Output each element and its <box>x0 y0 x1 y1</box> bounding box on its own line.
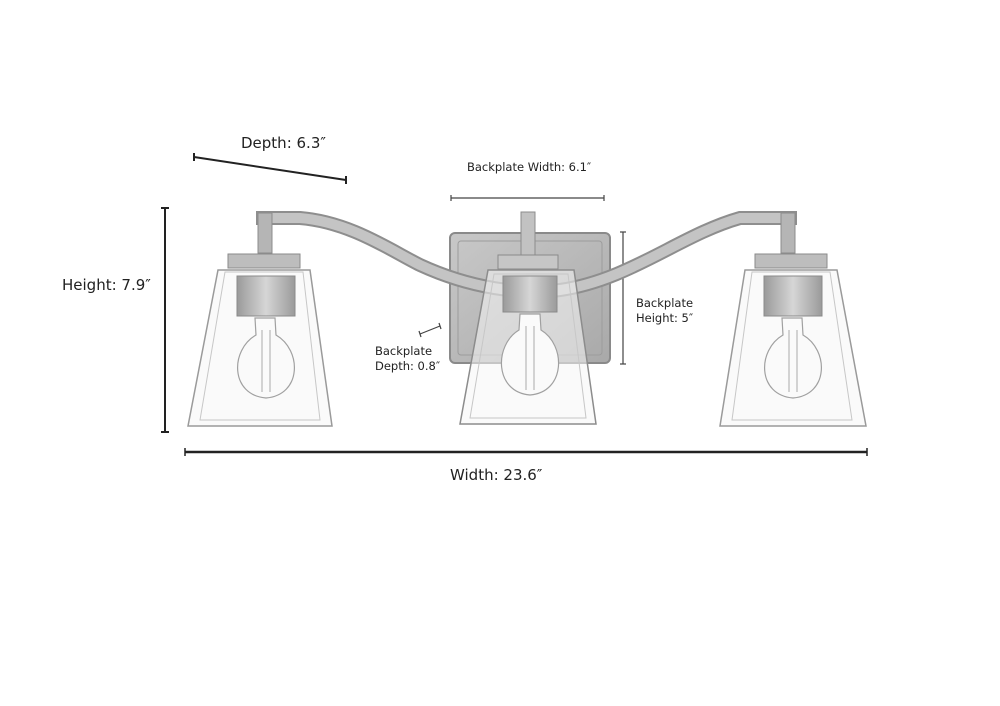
backplate-depth-label-line2: Depth: 0.8″ <box>375 359 441 373</box>
left-lamp <box>187 253 333 427</box>
backplate-depth-label-line1: Backplate <box>375 344 433 358</box>
right-lamp <box>719 253 867 427</box>
depth-label: Depth: 6.3″ <box>241 134 326 152</box>
backplate-height-label-line2: Height: 5″ <box>636 311 694 325</box>
backplate-height-label: Backplate Height: 5″ <box>636 296 693 326</box>
width-label: Width: 23.6″ <box>450 466 543 484</box>
height-label: Height: 7.9″ <box>62 276 151 294</box>
backplate-width-label: Backplate Width: 6.1″ <box>467 160 592 174</box>
backplate-width-dimension-line <box>450 195 605 201</box>
height-dimension-line <box>161 207 169 433</box>
depth-dimension-line <box>193 153 347 184</box>
backplate-depth-label: Backplate Depth: 0.8″ <box>375 344 440 374</box>
center-lamp <box>459 254 597 425</box>
backplate-height-dimension-line <box>620 231 626 365</box>
backplate-height-label-line1: Backplate <box>636 296 694 310</box>
backplate-depth-dimension-line <box>418 322 442 338</box>
width-dimension-line <box>184 448 868 456</box>
